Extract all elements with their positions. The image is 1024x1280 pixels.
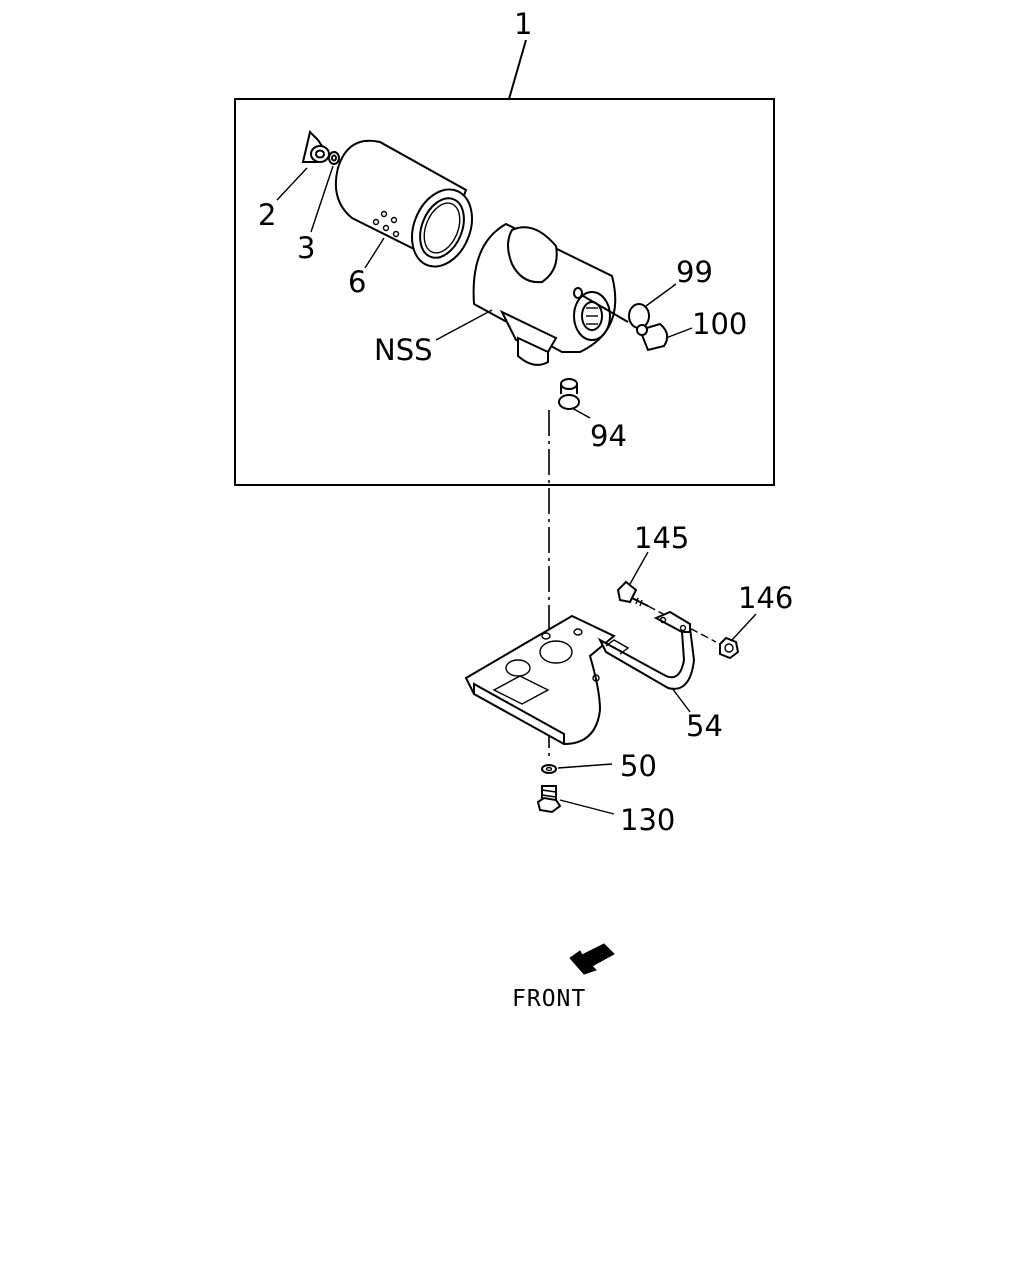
leader-100 xyxy=(665,327,693,339)
leader-3 xyxy=(310,165,334,233)
callout-3: 3 xyxy=(297,231,315,265)
callout-nss: NSS xyxy=(374,333,433,367)
front-label: FRONT xyxy=(512,986,586,1012)
leader-130 xyxy=(559,799,615,815)
callout-54: 54 xyxy=(686,709,723,743)
filter-element-part xyxy=(334,139,473,268)
lower-bolt-part xyxy=(536,785,562,814)
cleaner-body-part xyxy=(472,222,629,366)
callout-99: 99 xyxy=(676,255,713,289)
callout-6: 6 xyxy=(348,265,366,299)
leader-nss xyxy=(435,309,493,341)
leader-99 xyxy=(645,283,677,307)
callout-130: 130 xyxy=(620,803,675,837)
assembly-leader xyxy=(508,39,527,100)
lower-washer-part xyxy=(541,764,557,774)
washer-part xyxy=(328,151,340,165)
callout-2: 2 xyxy=(258,198,276,232)
front-arrow-icon xyxy=(569,943,615,975)
bolt-part xyxy=(616,580,649,607)
assembly-frame xyxy=(234,98,775,486)
plug-part xyxy=(636,322,669,352)
callout-145: 145 xyxy=(634,521,689,555)
rubber-mount-part xyxy=(558,378,580,410)
bracket-part xyxy=(464,610,696,746)
leader-6 xyxy=(364,237,385,269)
leader-50 xyxy=(557,763,613,769)
leader-54 xyxy=(671,687,691,713)
leader-145 xyxy=(629,551,649,585)
callout-50: 50 xyxy=(620,749,657,783)
callout-146: 146 xyxy=(738,581,793,615)
cap-part xyxy=(628,303,650,329)
callout-1: 1 xyxy=(514,7,532,41)
leader-2 xyxy=(276,167,308,201)
nut-part xyxy=(719,636,740,660)
leader-146 xyxy=(731,613,757,641)
callout-100: 100 xyxy=(692,307,747,341)
callout-94: 94 xyxy=(590,419,627,453)
leader-94 xyxy=(571,407,591,419)
wing-nut-part xyxy=(301,130,330,163)
